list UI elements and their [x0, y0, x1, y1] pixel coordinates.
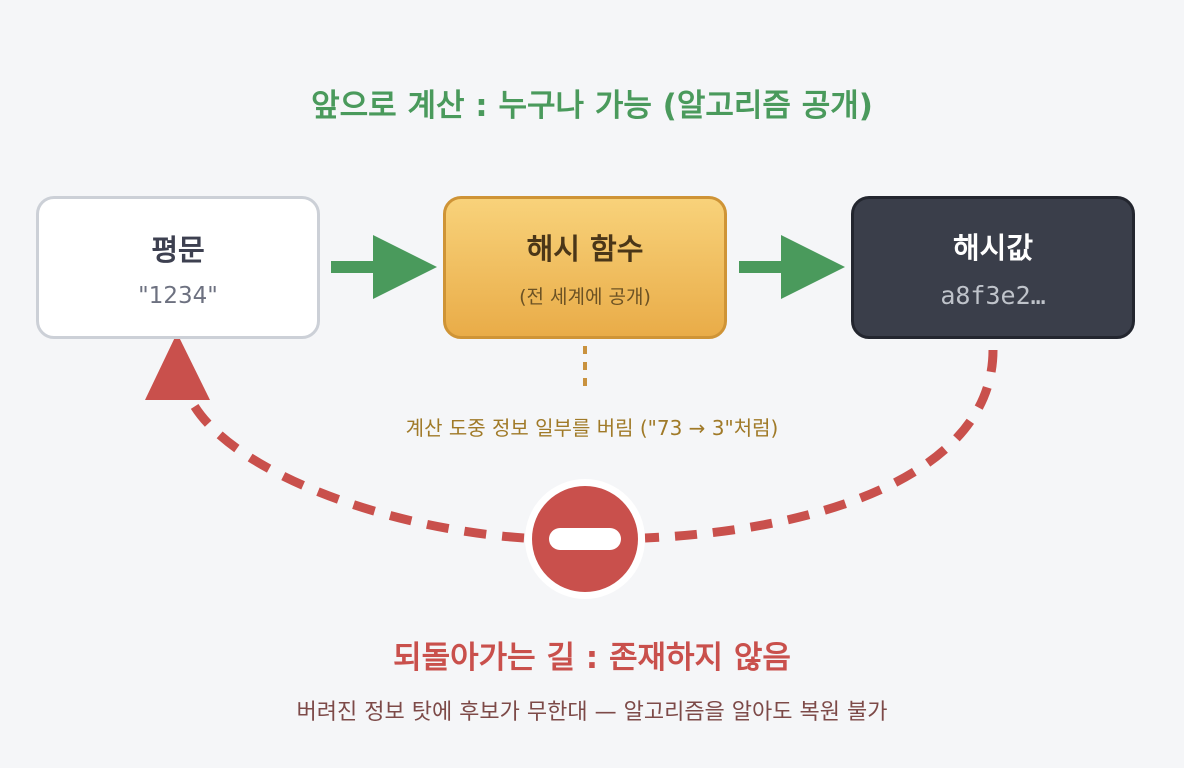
discard-note: 계산 도중 정보 일부를 버림 ("73 → 3"처럼): [405, 416, 779, 440]
no-entry-icon: [525, 479, 645, 599]
plaintext-title: 평문: [151, 232, 205, 267]
forward-arrow-icon-1: [331, 235, 437, 299]
return-path-right: [644, 349, 998, 543]
backward-title: 되돌아가는 길 : 존재하지 않음: [393, 640, 791, 676]
hash-value-box: 해시값 a8f3e2…: [851, 196, 1135, 339]
hash-function-subtitle: (전 세계에 공개): [519, 286, 651, 308]
backward-subtitle: 버려진 정보 탓에 후보가 무한대 — 알고리즘을 알아도 복원 불가: [296, 700, 888, 725]
backward-arrow-up-icon: [145, 333, 210, 400]
hash-function-box: 해시 함수 (전 세계에 공개): [443, 196, 727, 339]
hash-value-title: 해시값: [952, 231, 1034, 265]
plaintext-box: 평문 "1234": [36, 196, 320, 339]
hash-value-text: a8f3e2…: [940, 281, 1046, 310]
hash-function-title: 해시 함수: [526, 232, 644, 266]
forward-title: 앞으로 계산 : 누구나 가능 (알고리즘 공개): [311, 88, 873, 124]
plaintext-value: "1234": [138, 282, 218, 309]
return-path-left: [188, 399, 525, 543]
forward-arrow-icon-2: [739, 235, 845, 299]
